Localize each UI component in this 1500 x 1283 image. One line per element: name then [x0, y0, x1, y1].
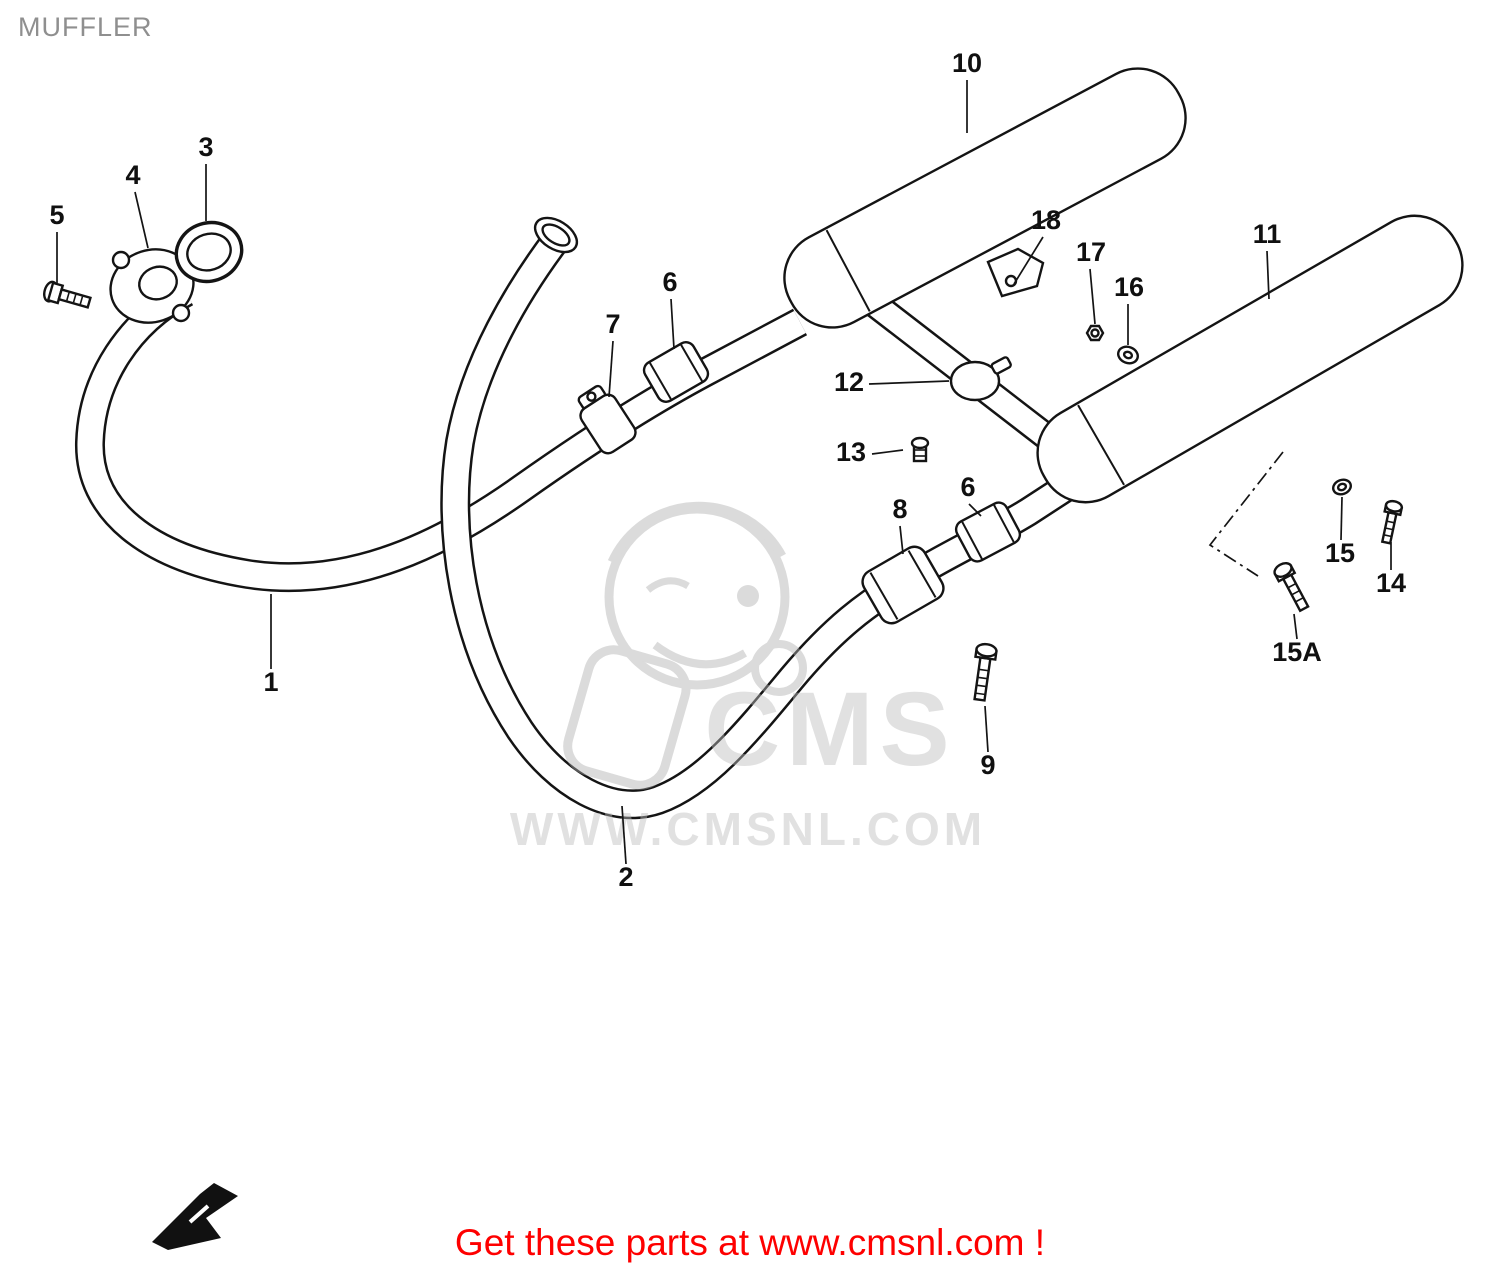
part-label-14: 14	[1376, 568, 1406, 598]
part-label-1: 1	[263, 667, 278, 697]
part-label-11: 11	[1253, 219, 1282, 249]
muffler-bracket-18	[986, 247, 1045, 298]
part-label-4: 4	[125, 160, 140, 190]
watermark-mascot-eye	[737, 585, 759, 607]
exhaust-gasket-3	[174, 220, 244, 284]
bolt-5	[43, 280, 92, 309]
connector-sleeve-6a	[642, 341, 710, 403]
connector-8	[861, 545, 945, 625]
part-label-16: 16	[1114, 272, 1144, 302]
part-label-15: 15	[1325, 538, 1355, 568]
bolt-9	[973, 642, 998, 702]
part-label-6a: 6	[662, 267, 677, 297]
exhaust-flange-4	[109, 248, 195, 324]
part-label-12: 12	[834, 367, 864, 397]
washer-15	[1332, 478, 1352, 496]
bolt-15a	[1273, 562, 1310, 613]
part-label-18: 18	[1031, 205, 1061, 235]
bolt-14	[1380, 499, 1404, 545]
part-label-5: 5	[49, 200, 64, 230]
part-label-10: 10	[952, 48, 982, 78]
part-label-9: 9	[980, 750, 995, 780]
pipe-clamp-7	[577, 384, 637, 455]
back-arrow-icon[interactable]	[152, 1183, 238, 1250]
part-label-6b: 6	[960, 472, 975, 502]
exhaust-pipe-1	[75, 278, 808, 593]
watermark: CMS WWW.CMSNL.COM	[510, 501, 986, 855]
bolt-13	[910, 436, 930, 463]
nut-17	[1085, 324, 1105, 342]
watermark-url: WWW.CMSNL.COM	[510, 803, 986, 855]
watermark-brand: CMS	[704, 671, 955, 788]
part-labels: 10 3 4 5 18 17 16 11 6 7 12 13 8 6 15 14…	[49, 48, 1406, 892]
muffler-body-10	[783, 67, 1187, 329]
footer-link[interactable]: Get these parts at www.cmsnl.com !	[454, 1222, 1046, 1263]
leader-lines	[56, 80, 1392, 865]
mount-reference-line	[1208, 451, 1284, 577]
part-label-15a: 15A	[1272, 637, 1322, 667]
muffler-body-11	[1036, 214, 1464, 504]
part-label-13: 13	[836, 437, 866, 467]
part-label-7: 7	[605, 309, 620, 339]
part-label-3: 3	[198, 132, 213, 162]
muffler-clamp-12	[949, 356, 1012, 402]
pipe2-open-end	[533, 216, 579, 254]
part-label-17: 17	[1076, 237, 1106, 267]
part-label-2: 2	[618, 862, 633, 892]
page-title: MUFFLER	[18, 12, 153, 42]
part-label-8: 8	[892, 494, 907, 524]
washer-16	[1117, 345, 1139, 365]
